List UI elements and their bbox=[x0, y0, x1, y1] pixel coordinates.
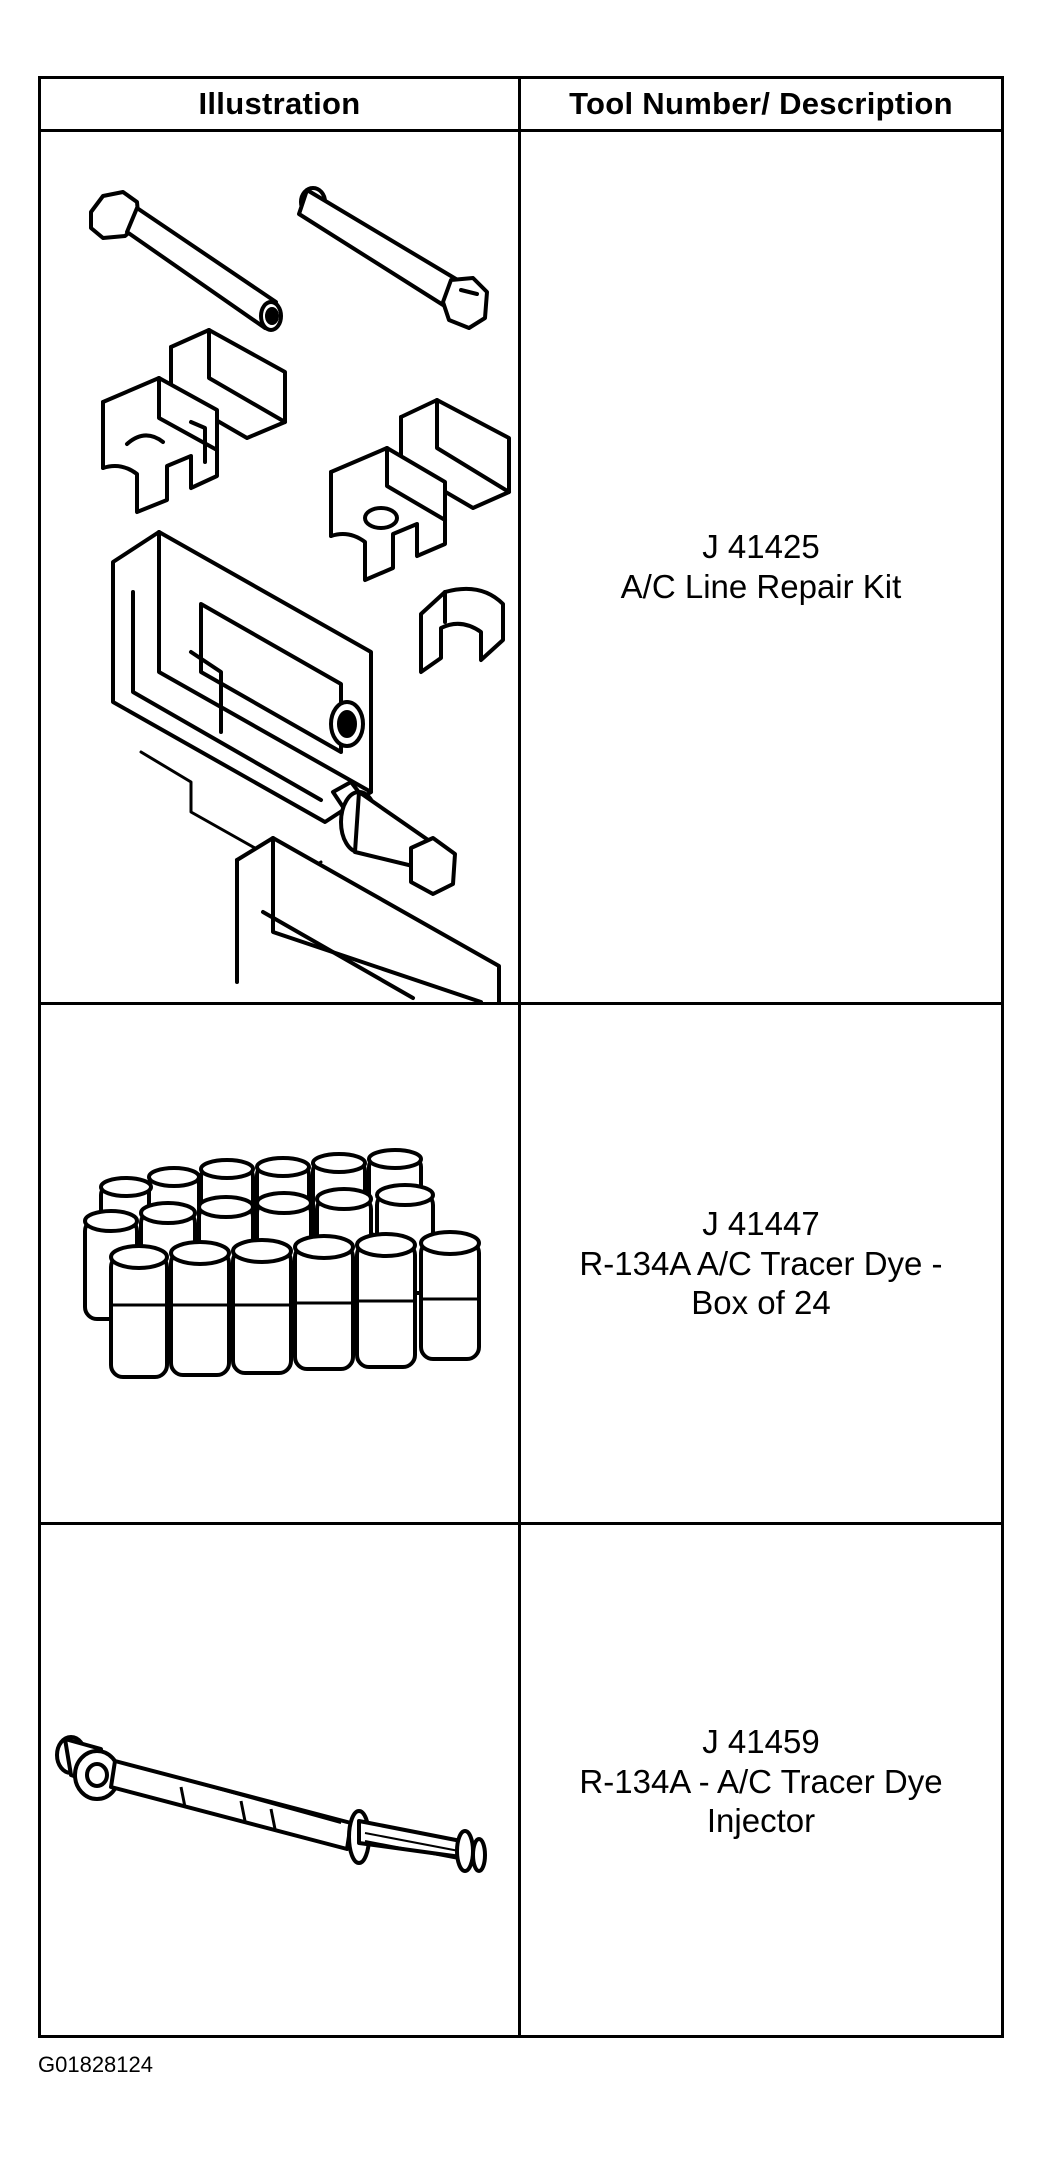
injector-plunger bbox=[347, 1809, 487, 1873]
dye-injector-illustration bbox=[55, 1735, 487, 1873]
tool-number: J 41459 bbox=[702, 1723, 820, 1761]
tool-description: Injector bbox=[706, 1802, 816, 1840]
tool-row-3-description: J 41459 R-134A - A/C Tracer Dye Injector bbox=[521, 1525, 1001, 2038]
row-divider bbox=[41, 1522, 1001, 1525]
figure-id: G01828124 bbox=[38, 2052, 153, 2077]
c-clip bbox=[419, 586, 505, 674]
tool-row-1-illustration bbox=[41, 132, 518, 1002]
tool-row-2-illustration bbox=[41, 1005, 518, 1522]
tool-row-1-description: J 41425 A/C Line Repair Kit bbox=[521, 132, 1001, 1002]
tool-description: R-134A - A/C Tracer Dye bbox=[579, 1762, 943, 1800]
tool-row-2-description: J 41447 R-134A A/C Tracer Dye - Box of 2… bbox=[521, 1005, 1001, 1522]
header-divider bbox=[41, 129, 1001, 132]
tool-number: J 41425 bbox=[702, 528, 820, 566]
tracer-dye-bottles-illustration bbox=[83, 1148, 481, 1379]
tool-housing-lower bbox=[235, 836, 501, 1002]
tool-description: Box of 24 bbox=[691, 1284, 831, 1322]
clamp-half-left bbox=[101, 328, 287, 514]
tool-housing-upper bbox=[111, 530, 457, 896]
clamp-half-right bbox=[329, 398, 511, 582]
column-divider bbox=[518, 79, 521, 2035]
tool-description: A/C Line Repair Kit bbox=[620, 568, 902, 605]
column-header-description: Tool Number/ Description bbox=[569, 86, 953, 121]
column-header-illustration: Illustration bbox=[198, 86, 361, 121]
injector-body bbox=[109, 1759, 353, 1851]
adapter-rod-left bbox=[89, 190, 283, 332]
injector-fitting bbox=[55, 1735, 121, 1801]
ac-line-repair-kit-illustration bbox=[89, 186, 511, 1002]
tool-table: Illustration Tool Number/ Description bbox=[38, 76, 1004, 2038]
tool-description: R-134A A/C Tracer Dye - bbox=[579, 1244, 943, 1282]
adapter-rod-right bbox=[297, 186, 489, 330]
tool-number: J 41447 bbox=[702, 1205, 820, 1243]
tool-row-3-illustration bbox=[41, 1525, 518, 2038]
bottle-front-row bbox=[109, 1230, 481, 1379]
row-divider bbox=[41, 1002, 1001, 1005]
